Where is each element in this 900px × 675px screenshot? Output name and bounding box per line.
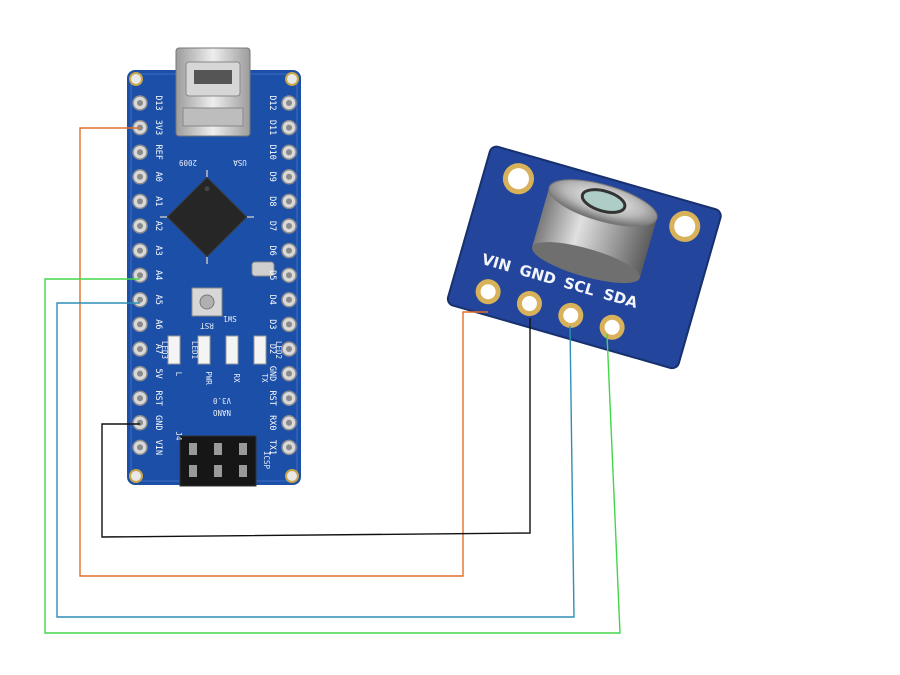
nano-pin-label: D3: [267, 319, 277, 329]
nano-pin-label: GND: [153, 415, 163, 430]
nano-pin-label: RST: [267, 391, 277, 406]
board-led-pwr-label: PWR: [204, 371, 213, 385]
board-led-l-label: L: [174, 372, 183, 377]
nano-pin-label: D11: [267, 120, 277, 135]
microcontroller-chip: [166, 176, 248, 258]
nano-pin-label: A6: [153, 319, 163, 329]
wire-gnd-to-gnd: [101, 318, 531, 538]
nano-pin-left-a3: A3: [132, 242, 163, 259]
nano-pin-right-d6: D6: [267, 242, 297, 259]
nano-pin-label: A5: [153, 295, 163, 305]
nano-pin-left-a2: A2: [132, 218, 163, 234]
status-leds: [167, 335, 267, 365]
sensor-pin-scl: SCL: [558, 274, 597, 328]
nano-pin-right-d5: D5: [267, 267, 297, 283]
wire-a4-to-sda: [44, 278, 621, 634]
nano-pin-left-rst: RST: [132, 390, 163, 406]
arduino-nano-board: 2009 USA RST SW1 NANO V3.0 ICSP J4 TX RX…: [127, 47, 301, 487]
nano-pin-left-d13: D13: [132, 95, 163, 111]
sensor-pin-vin: VIN: [475, 250, 513, 305]
board-led-d1-label: LED1: [190, 341, 199, 359]
nano-pin-label: A7: [153, 344, 163, 354]
wire-a5-to-scl: [56, 302, 575, 618]
nano-pin-right-d7: D7: [267, 218, 297, 234]
nano-pin-right-d11: D11: [267, 119, 297, 136]
nano-pin-right-d3: D3: [267, 316, 297, 333]
sensor-can: [531, 179, 658, 284]
board-sw-label: SW1: [223, 314, 237, 323]
board-year-label: 2009: [179, 158, 197, 167]
nano-pcb: [127, 70, 301, 485]
nano-pin-label: GND: [267, 366, 277, 381]
wiring: [44, 127, 621, 634]
nano-pin-label: D9: [267, 172, 277, 182]
board-nano-label: NANO: [212, 408, 231, 417]
nano-pin-right-d10: D10: [267, 144, 297, 160]
nano-pin-label: A4: [153, 270, 163, 280]
nano-pin-right-rst: RST: [267, 390, 297, 406]
nano-pin-right-rx0: RX0: [267, 415, 297, 431]
nano-pin-right-d12: D12: [267, 95, 297, 111]
nano-pin-label: 3V3: [153, 120, 163, 135]
nano-pin-left-ref: REF: [132, 144, 163, 160]
nano-pin-label: D12: [267, 95, 277, 110]
nano-pin-right-tx1: TX1: [267, 439, 297, 456]
nano-pin-left-a6: A6: [132, 316, 163, 333]
nano-pin-label: VIN: [153, 440, 163, 455]
nano-pin-right-d2: D2: [267, 341, 297, 357]
board-usa-label: USA: [233, 158, 247, 167]
usb-connector: [175, 47, 251, 137]
nano-pin-label: RX0: [267, 415, 277, 430]
nano-pin-label: D4: [267, 295, 277, 305]
nano-pin-label: D10: [267, 145, 277, 160]
nano-pin-label: A2: [153, 221, 163, 231]
icsp-header: [179, 435, 257, 487]
board-j4-label: J4: [174, 431, 183, 441]
board-led-d3-label: LED3: [160, 341, 169, 359]
nano-pin-right-d4: D4: [267, 292, 297, 308]
board-version-label: V3.0: [212, 396, 231, 405]
nano-pin-label: D6: [267, 245, 277, 255]
board-icsp-label: ICSP: [262, 451, 271, 470]
nano-pin-label: REF: [153, 145, 163, 160]
nano-pin-label: D2: [267, 344, 277, 354]
nano-pin-right-gnd: GND: [267, 365, 297, 382]
nano-pin-label: D8: [267, 196, 277, 206]
reset-button: [191, 287, 223, 317]
nano-pin-label: A0: [153, 172, 163, 182]
nano-pin-label: A1: [153, 196, 163, 206]
board-rst-label: RST: [200, 321, 214, 330]
nano-pin-left-a0: A0: [132, 169, 163, 185]
nano-pin-left-5v: 5V: [132, 365, 163, 382]
nano-pin-label: D7: [267, 221, 277, 231]
nano-pin-label: 5V: [153, 368, 163, 378]
board-led-rx-label: RX: [232, 373, 241, 383]
nano-pin-left-vin: VIN: [132, 439, 163, 456]
nano-pin-right-d8: D8: [267, 193, 297, 210]
nano-pin-label: TX1: [267, 440, 277, 455]
nano-pin-label: A3: [153, 245, 163, 255]
nano-pin-label: D5: [267, 270, 277, 280]
board-led-d2-label: LED2: [274, 341, 283, 359]
nano-pin-label: RST: [153, 391, 163, 406]
nano-pin-right-d9: D9: [267, 169, 297, 185]
board-led-tx-label: TX: [260, 373, 269, 383]
wire-3v3-to-vin: [79, 127, 488, 577]
nano-pin-label: D13: [153, 95, 163, 110]
nano-pin-left-a7: A7: [132, 341, 163, 357]
nano-pin-left-a1: A1: [132, 193, 163, 210]
